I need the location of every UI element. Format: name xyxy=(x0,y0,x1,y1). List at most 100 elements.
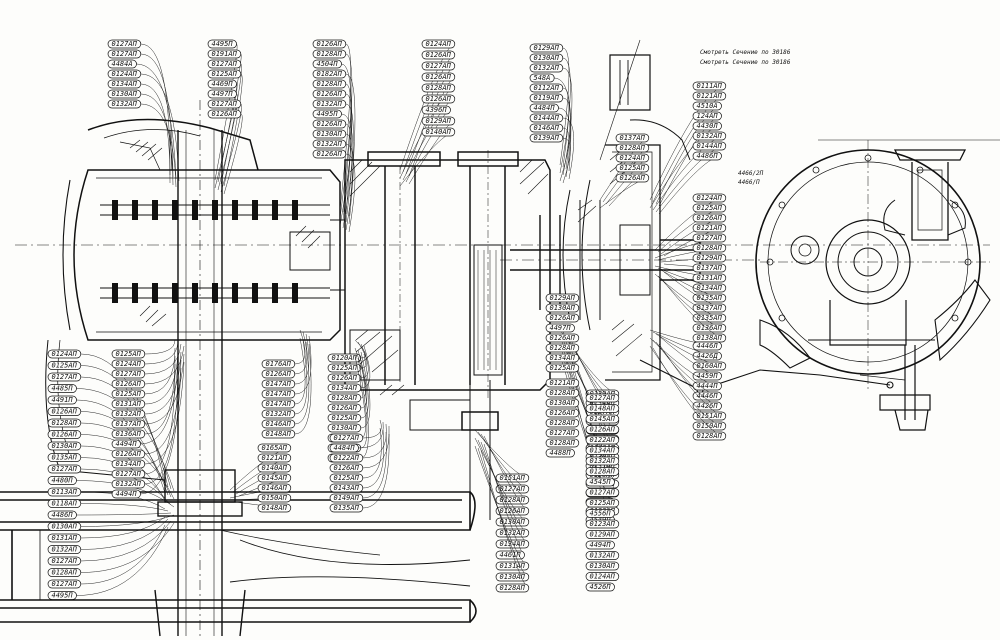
callout-bubble xyxy=(47,464,82,474)
callout-label: 0131АП xyxy=(590,462,616,470)
callout-bubble xyxy=(47,349,82,359)
callout-bubble xyxy=(585,561,620,571)
part-callout: 0126АП xyxy=(585,425,620,434)
callout-label: 4469П xyxy=(212,80,234,88)
callout-bubble xyxy=(111,459,146,469)
part-callout: 0147АП xyxy=(261,335,312,399)
leader-line xyxy=(354,347,366,399)
leader-line xyxy=(345,143,354,231)
callout-bubble xyxy=(261,389,296,399)
callout-bubble xyxy=(692,131,727,141)
part-callout: 0126АП xyxy=(329,425,390,473)
callout-bubble xyxy=(692,263,727,273)
callout-bubble xyxy=(692,121,722,131)
leader-line xyxy=(76,526,169,596)
callout-bubble xyxy=(692,411,727,421)
callout-bubble xyxy=(329,493,364,503)
leader-line xyxy=(362,419,382,439)
callout-bubble xyxy=(545,378,580,388)
callout-label: 0124АП xyxy=(697,194,723,202)
callout-label: 0129АП xyxy=(534,44,560,52)
callout-label: 0160АП xyxy=(697,362,723,370)
callout-label: 0125АП xyxy=(332,414,358,422)
callout-label: 0125АП xyxy=(550,364,576,372)
callout-label: 0135АП xyxy=(697,314,723,322)
callout-label: 0128АП xyxy=(52,419,78,427)
part-callout: 0144АП xyxy=(529,113,574,180)
callout-bubble xyxy=(585,498,620,508)
callout-bubble xyxy=(329,443,359,453)
part-callout: 0118АП xyxy=(47,499,169,512)
callout-label: 0127АП xyxy=(116,470,142,478)
callout-bubble xyxy=(111,359,146,369)
part-callout: 0125АП xyxy=(111,347,176,399)
callout-bubble xyxy=(207,39,237,49)
part-callout: 4396П xyxy=(405,105,451,183)
callout-label: 4486П xyxy=(697,152,719,160)
part-callout: 0125АП xyxy=(111,339,176,359)
callout-label: 0150АП xyxy=(697,422,723,430)
leader-line xyxy=(362,431,387,499)
leader-line xyxy=(342,93,353,221)
callout-label: 0127АП xyxy=(334,434,360,442)
part-callout: 0135АП xyxy=(47,453,169,504)
callout-bubble xyxy=(545,353,580,363)
leader-line xyxy=(562,117,574,180)
callout-label: 4494П xyxy=(116,440,138,448)
callout-label: 0130АП xyxy=(550,399,576,407)
callout-label: 0126АП xyxy=(317,150,343,158)
note-side-2: 4466/П xyxy=(738,179,760,186)
callout-label: 0127АП xyxy=(426,62,452,70)
leader-line xyxy=(357,357,368,449)
leader-line xyxy=(339,83,351,219)
part-callout: 0125АП xyxy=(327,351,369,423)
part-callout: 0149АП xyxy=(329,431,387,503)
callout-bubble xyxy=(327,413,362,423)
part-callout: 0130АП xyxy=(585,561,620,571)
part-callout: 0126АП xyxy=(261,331,308,379)
callout-label: 0134АП xyxy=(590,447,616,455)
part-callout: 0121АП xyxy=(545,378,580,388)
part-callout: 0130АП xyxy=(545,398,580,408)
callout-label: 0149АП xyxy=(334,494,360,502)
part-callout: 0137АП xyxy=(599,133,650,201)
callout-bubble xyxy=(585,551,620,560)
leader-line xyxy=(140,73,180,182)
part-callout: 0126АП xyxy=(483,435,530,516)
callout-label: 0137АП xyxy=(116,420,142,428)
callout-label: 0140АП xyxy=(262,464,288,472)
leader-line xyxy=(358,421,384,449)
callout-label: 0126АП xyxy=(426,73,452,81)
callout-label: 0129АП xyxy=(550,294,576,302)
callout-label: 0132АП xyxy=(116,410,142,418)
callout-bubble xyxy=(585,456,620,466)
part-callout: 4494П xyxy=(111,367,182,499)
callout-bubble xyxy=(585,414,620,424)
callout-bubble xyxy=(47,361,82,370)
callout-bubble xyxy=(111,349,146,359)
part-callout: 0125АП xyxy=(207,69,243,187)
callout-bubble xyxy=(47,476,77,485)
callout-label: 0130АП xyxy=(590,562,616,570)
callout-bubble xyxy=(692,303,727,313)
callout-label: 4480П xyxy=(52,477,74,485)
note-side-1: 4466/2П xyxy=(738,170,764,177)
callout-label: 4446Л xyxy=(697,342,719,350)
part-callout: 4497П xyxy=(545,323,575,333)
callout-label: 0126АП xyxy=(116,450,142,458)
callout-label: 0127АП xyxy=(52,373,78,381)
callout-label: 4426П xyxy=(697,402,719,410)
leader-line xyxy=(80,518,169,550)
leader-line xyxy=(144,341,179,365)
part-callout: 0137АП xyxy=(663,271,727,313)
part-callout: 0128АП xyxy=(545,343,580,353)
part-callout: 0151АП xyxy=(474,429,530,483)
callout-bubble xyxy=(111,369,146,379)
callout-bubble xyxy=(111,429,146,439)
part-callout: 4556П xyxy=(585,509,615,518)
callout-bubble xyxy=(312,69,347,79)
part-callout: 0128АП xyxy=(47,522,175,577)
leader-line xyxy=(341,63,352,215)
callout-bubble xyxy=(207,69,242,79)
gearbox-hatching xyxy=(349,159,549,396)
